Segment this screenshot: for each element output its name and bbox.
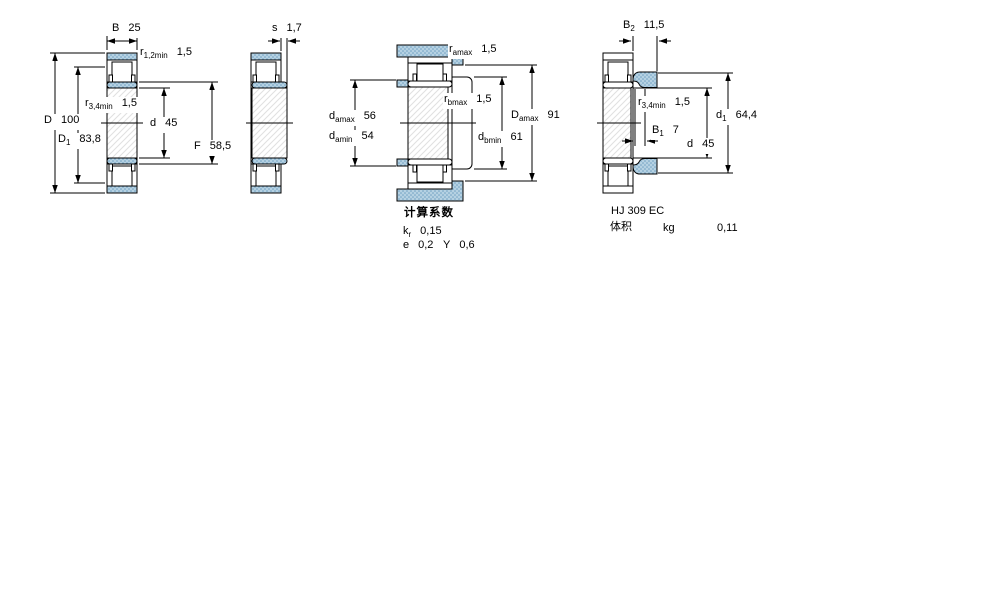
angle-ring-bottom: [632, 158, 658, 175]
angle-ring-designation: HJ 309 EC: [611, 205, 665, 218]
mass-label: 体积: [610, 221, 632, 234]
mounting-drawing: [396, 44, 476, 202]
bearing-with-angle-ring: [597, 52, 658, 194]
angle-ring-top: [632, 71, 658, 88]
technical-drawing-canvas: [50, 36, 733, 202]
mass-unit: kg: [663, 222, 675, 235]
calculation-factors-title: 计算系数: [404, 207, 454, 220]
mass-value: 0,11: [717, 222, 738, 235]
bearing-cross-section-main: [101, 52, 143, 194]
bearing-cross-section-displacement: [246, 52, 293, 194]
dimension-lines-displacement: [268, 36, 300, 122]
